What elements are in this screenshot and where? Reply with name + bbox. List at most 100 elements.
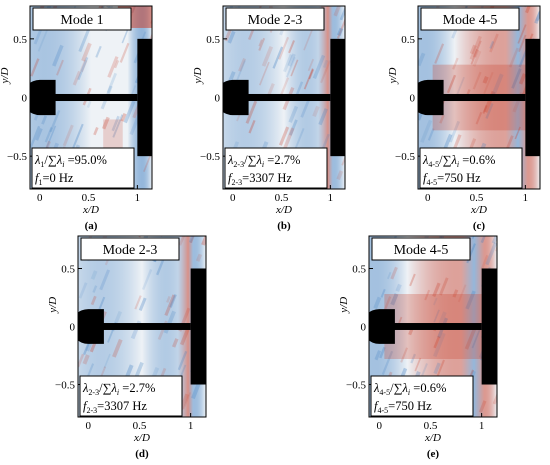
x-tick-label: 1 <box>135 192 141 204</box>
y-tick-label: −0.5 <box>395 151 415 163</box>
info-box <box>31 147 135 189</box>
field-streak <box>433 336 441 349</box>
field-streak <box>261 45 274 67</box>
field-streak <box>395 283 402 292</box>
body-plate <box>481 268 497 385</box>
x-tick-label: 1 <box>328 192 334 204</box>
field-streak <box>470 40 482 65</box>
y-axis-label: y/D <box>338 297 350 314</box>
field-streak <box>508 47 519 68</box>
field-streak <box>121 29 129 44</box>
field-streak <box>312 105 320 117</box>
field-streak <box>472 48 480 58</box>
y-axis-label: y/D <box>47 297 59 314</box>
field-streak <box>77 57 89 81</box>
field-streak <box>381 350 394 376</box>
y-tick-label: 0.5 <box>61 263 75 275</box>
field-streak <box>92 285 98 293</box>
model-body <box>418 38 540 157</box>
field-streak <box>373 296 382 309</box>
model-body <box>223 38 345 157</box>
field-streak <box>472 50 482 67</box>
mode-title: Mode 2-3 <box>103 243 158 258</box>
energy-ratio: λ2-3/∑λi =2.7% <box>227 153 300 169</box>
x-axis-label: x/D <box>275 204 292 216</box>
field-streak <box>78 282 88 299</box>
field-streak <box>433 309 440 323</box>
field-streak <box>452 57 459 70</box>
field-streak <box>82 354 90 365</box>
field-streak <box>511 68 522 89</box>
field-streak <box>449 120 460 143</box>
field-streak <box>90 270 98 280</box>
field-streak <box>480 254 489 270</box>
field-streak <box>56 59 64 76</box>
field-streak <box>37 27 49 52</box>
field-streak <box>172 338 179 348</box>
field-streak <box>45 125 57 150</box>
mode-title: Mode 4-5 <box>443 13 498 28</box>
field-streak <box>182 392 192 410</box>
field-streak <box>517 24 527 44</box>
field-streak <box>423 6 426 7</box>
field-streak <box>387 271 392 280</box>
field-streak <box>471 327 482 349</box>
field-streak <box>341 155 345 166</box>
field-streak <box>380 288 386 298</box>
field-streak <box>164 294 176 317</box>
field-streak <box>492 392 497 405</box>
field-streak <box>111 115 120 132</box>
field-streak <box>159 236 163 238</box>
mode-title-box <box>371 237 471 261</box>
field-streak <box>166 296 171 303</box>
field-streak <box>482 76 489 84</box>
field-streak <box>81 42 92 62</box>
body-plate <box>137 38 152 157</box>
y-tick-label: 0 <box>215 93 221 105</box>
mode-title: Mode 2-3 <box>248 13 303 28</box>
field-streak <box>278 36 290 60</box>
field-streak <box>99 269 111 291</box>
x-tick-label: 0 <box>376 420 382 432</box>
info-box <box>79 375 183 417</box>
field-streak <box>30 58 40 77</box>
field-streak <box>62 124 74 147</box>
field-streak <box>90 295 97 306</box>
field-streak <box>112 338 123 358</box>
y-tick-label: −0.5 <box>346 380 366 392</box>
field-streak <box>318 108 328 126</box>
subplot-label: (a) <box>85 220 98 232</box>
field-streak <box>169 294 177 308</box>
field-streak <box>439 277 449 296</box>
field-streak <box>107 56 119 78</box>
field-streak <box>300 99 310 118</box>
field-streak <box>446 74 457 94</box>
field-streak <box>432 282 441 298</box>
field-streak <box>400 347 409 363</box>
mode-frequency: f2-3=3307 Hz <box>228 171 292 187</box>
x-axis-label: x/D <box>133 432 150 444</box>
field-streak <box>390 293 399 306</box>
field-streak <box>30 125 41 149</box>
field-streak <box>525 6 531 14</box>
field-streak <box>312 54 326 80</box>
field-streak <box>390 266 398 280</box>
field-streak <box>485 242 497 266</box>
field-streak <box>177 350 188 371</box>
field-streak <box>286 56 296 78</box>
field-streak <box>336 170 344 181</box>
field-streak <box>72 70 82 86</box>
x-tick-label: 0.5 <box>470 192 484 204</box>
field-streak <box>424 289 431 301</box>
subplot-label: (e) <box>427 448 440 460</box>
x-tick-label: 0.5 <box>82 192 96 204</box>
field-streak <box>248 119 256 134</box>
field-streak <box>469 35 482 60</box>
field-streak <box>119 42 130 63</box>
field-streak <box>482 104 488 114</box>
mode-frequency: f4-5=750 Hz <box>374 399 432 415</box>
y-tick-label: 0 <box>410 93 416 105</box>
mode-title: Mode 4-5 <box>394 243 449 258</box>
